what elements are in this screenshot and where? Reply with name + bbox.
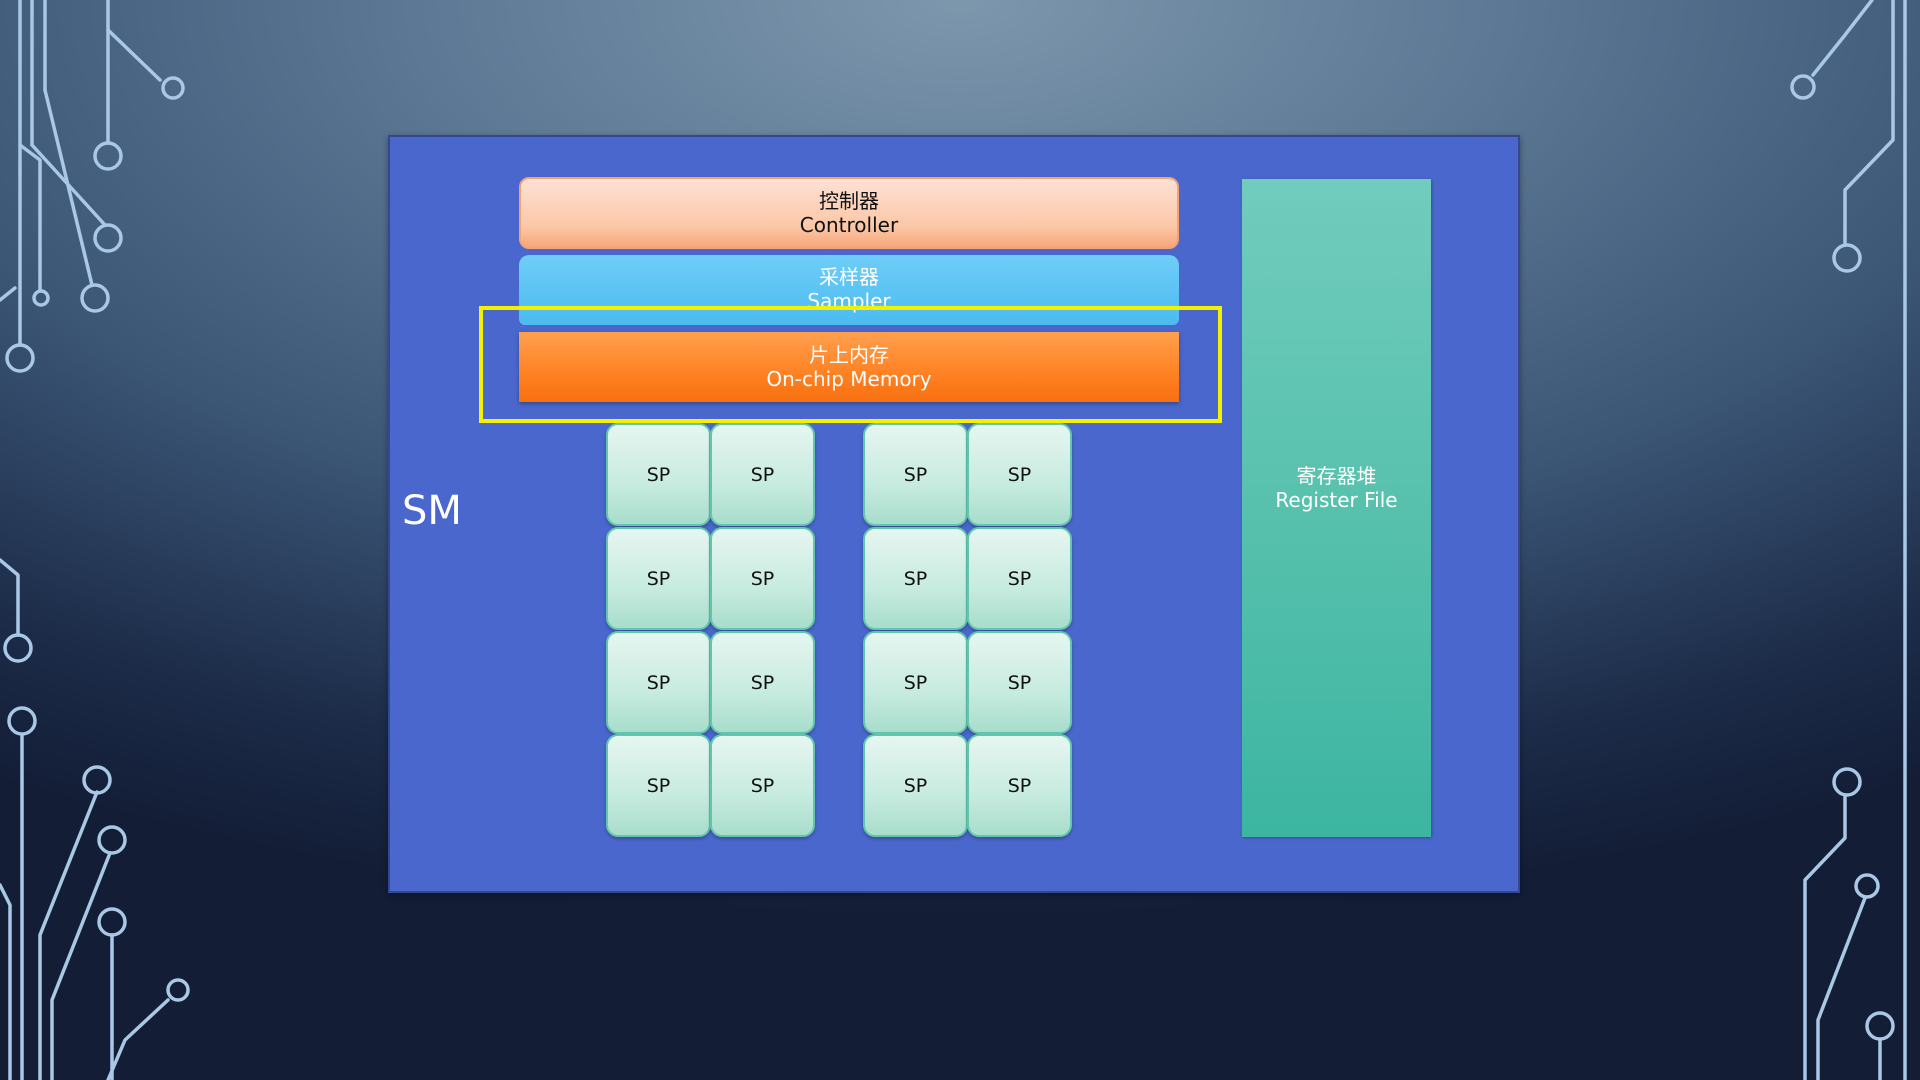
sp-unit: SP bbox=[967, 631, 1072, 734]
controller-block: 控制器 Controller bbox=[519, 177, 1179, 249]
sp-unit: SP bbox=[863, 527, 968, 630]
sm-label: SM bbox=[402, 488, 462, 534]
sp-unit: SP bbox=[606, 631, 711, 734]
register-file-label-en: Register File bbox=[1275, 488, 1398, 512]
register-file-block: 寄存器堆 Register File bbox=[1242, 179, 1431, 837]
memory-label-en: On-chip Memory bbox=[766, 367, 932, 391]
controller-label-zh: 控制器 bbox=[819, 189, 879, 213]
sp-unit: SP bbox=[967, 527, 1072, 630]
register-file-label-zh: 寄存器堆 bbox=[1296, 464, 1377, 488]
sp-unit: SP bbox=[606, 423, 711, 526]
highlight-box bbox=[479, 306, 1222, 423]
sp-unit: SP bbox=[606, 527, 711, 630]
sp-unit: SP bbox=[710, 423, 815, 526]
sp-unit: SP bbox=[606, 734, 711, 837]
memory-label-zh: 片上内存 bbox=[809, 343, 889, 367]
sp-unit: SP bbox=[710, 734, 815, 837]
sp-unit: SP bbox=[863, 631, 968, 734]
sp-unit: SP bbox=[967, 423, 1072, 526]
sp-unit: SP bbox=[710, 631, 815, 734]
sp-unit: SP bbox=[967, 734, 1072, 837]
sp-unit: SP bbox=[863, 423, 968, 526]
controller-label-en: Controller bbox=[799, 213, 899, 237]
on-chip-memory-block: 片上内存 On-chip Memory bbox=[519, 332, 1179, 402]
sp-unit: SP bbox=[863, 734, 968, 837]
sampler-label-zh: 采样器 bbox=[819, 265, 879, 289]
sampler-block: 采样器 Sampler bbox=[519, 255, 1179, 325]
sp-unit: SP bbox=[710, 527, 815, 630]
